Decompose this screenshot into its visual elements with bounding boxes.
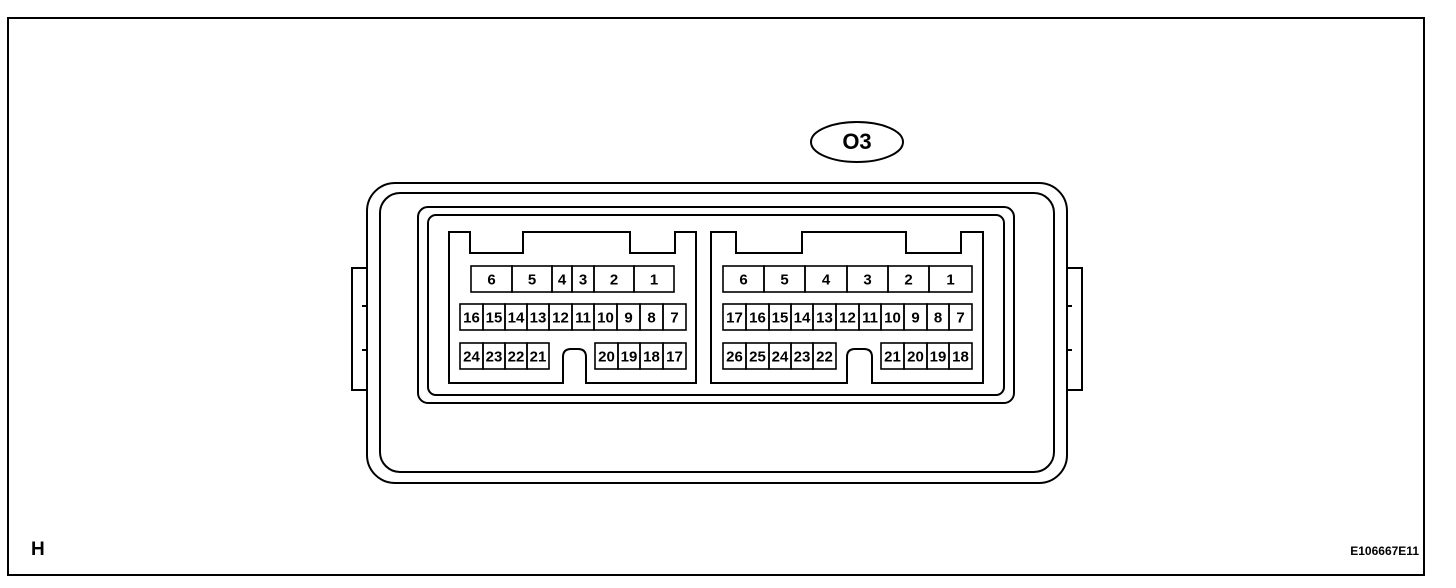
pin-number: 16 xyxy=(463,310,480,327)
pin-cell xyxy=(633,265,675,293)
pin-cell xyxy=(948,303,973,331)
pin-number: 13 xyxy=(816,310,833,327)
pin-number: 11 xyxy=(575,310,591,327)
connector-id-oval xyxy=(810,121,904,163)
pin-number: 5 xyxy=(780,272,788,289)
corner-label: H xyxy=(31,539,45,560)
pin-number: 9 xyxy=(911,310,919,327)
pin-number: 8 xyxy=(934,310,942,327)
pin-cell xyxy=(948,342,973,370)
pin-number: 23 xyxy=(794,349,811,366)
left-latch xyxy=(351,267,368,391)
pin-number: 18 xyxy=(643,349,660,366)
pin-number: 19 xyxy=(930,349,947,366)
figure-frame xyxy=(7,17,1425,576)
pin-number: 19 xyxy=(621,349,638,366)
pin-number: 3 xyxy=(579,272,587,289)
pin-number: 23 xyxy=(486,349,503,366)
connector-face-outer xyxy=(417,206,1015,404)
right-latch xyxy=(1066,267,1083,391)
pin-number: 14 xyxy=(794,310,811,327)
pin-number: 22 xyxy=(816,349,833,366)
connector-housing xyxy=(351,182,1083,484)
housing-inner xyxy=(379,192,1055,473)
figure-code: E106667E11 xyxy=(1350,544,1419,558)
pin-number: 10 xyxy=(884,310,901,327)
pin-number: 14 xyxy=(508,310,525,327)
pin-number: 1 xyxy=(946,272,954,289)
pin-number: 4 xyxy=(558,272,567,289)
pin-number: 15 xyxy=(772,310,789,327)
pin-cell xyxy=(526,342,550,370)
pin-number: 7 xyxy=(956,310,964,327)
pin-number: 11 xyxy=(862,310,878,327)
pin-number: 12 xyxy=(552,310,569,327)
pin-number: 20 xyxy=(907,349,924,366)
pin-cell xyxy=(928,265,973,293)
pin-number: 17 xyxy=(726,310,743,327)
pin-number: 5 xyxy=(528,272,536,289)
pin-number: 21 xyxy=(884,349,901,366)
pin-number: 1 xyxy=(650,272,658,289)
pin-number: 22 xyxy=(508,349,525,366)
connector-face-inner xyxy=(427,214,1005,396)
pin-number: 17 xyxy=(666,349,683,366)
right-cavity-outline xyxy=(710,231,984,384)
pin-number: 9 xyxy=(624,310,632,327)
pin-number: 12 xyxy=(839,310,856,327)
pin-number: 26 xyxy=(726,349,743,366)
connector-id-label: O3 xyxy=(810,121,904,163)
housing-outer xyxy=(366,182,1068,484)
pin-cell xyxy=(662,303,687,331)
pin-number: 24 xyxy=(772,349,789,366)
pin-number: 8 xyxy=(647,310,655,327)
pin-number: 16 xyxy=(749,310,766,327)
pin-cell xyxy=(662,342,687,370)
pin-number: 7 xyxy=(670,310,678,327)
pin-number: 18 xyxy=(952,349,969,366)
pin-number: 15 xyxy=(486,310,503,327)
left-cavity-outline xyxy=(448,231,697,384)
pin-number: 2 xyxy=(904,272,912,289)
pin-number: 6 xyxy=(739,272,747,289)
pin-number: 24 xyxy=(463,349,480,366)
pin-number: 4 xyxy=(822,272,831,289)
pin-number: 20 xyxy=(598,349,615,366)
pin-number: 3 xyxy=(863,272,871,289)
pin-number: 6 xyxy=(487,272,495,289)
pin-number: 13 xyxy=(530,310,547,327)
pin-number: 25 xyxy=(749,349,766,366)
pin-cell xyxy=(812,342,837,370)
pin-number: 2 xyxy=(610,272,618,289)
connector-id-text: O3 xyxy=(842,129,871,154)
pin-number: 10 xyxy=(597,310,614,327)
pin-number: 21 xyxy=(530,349,547,366)
